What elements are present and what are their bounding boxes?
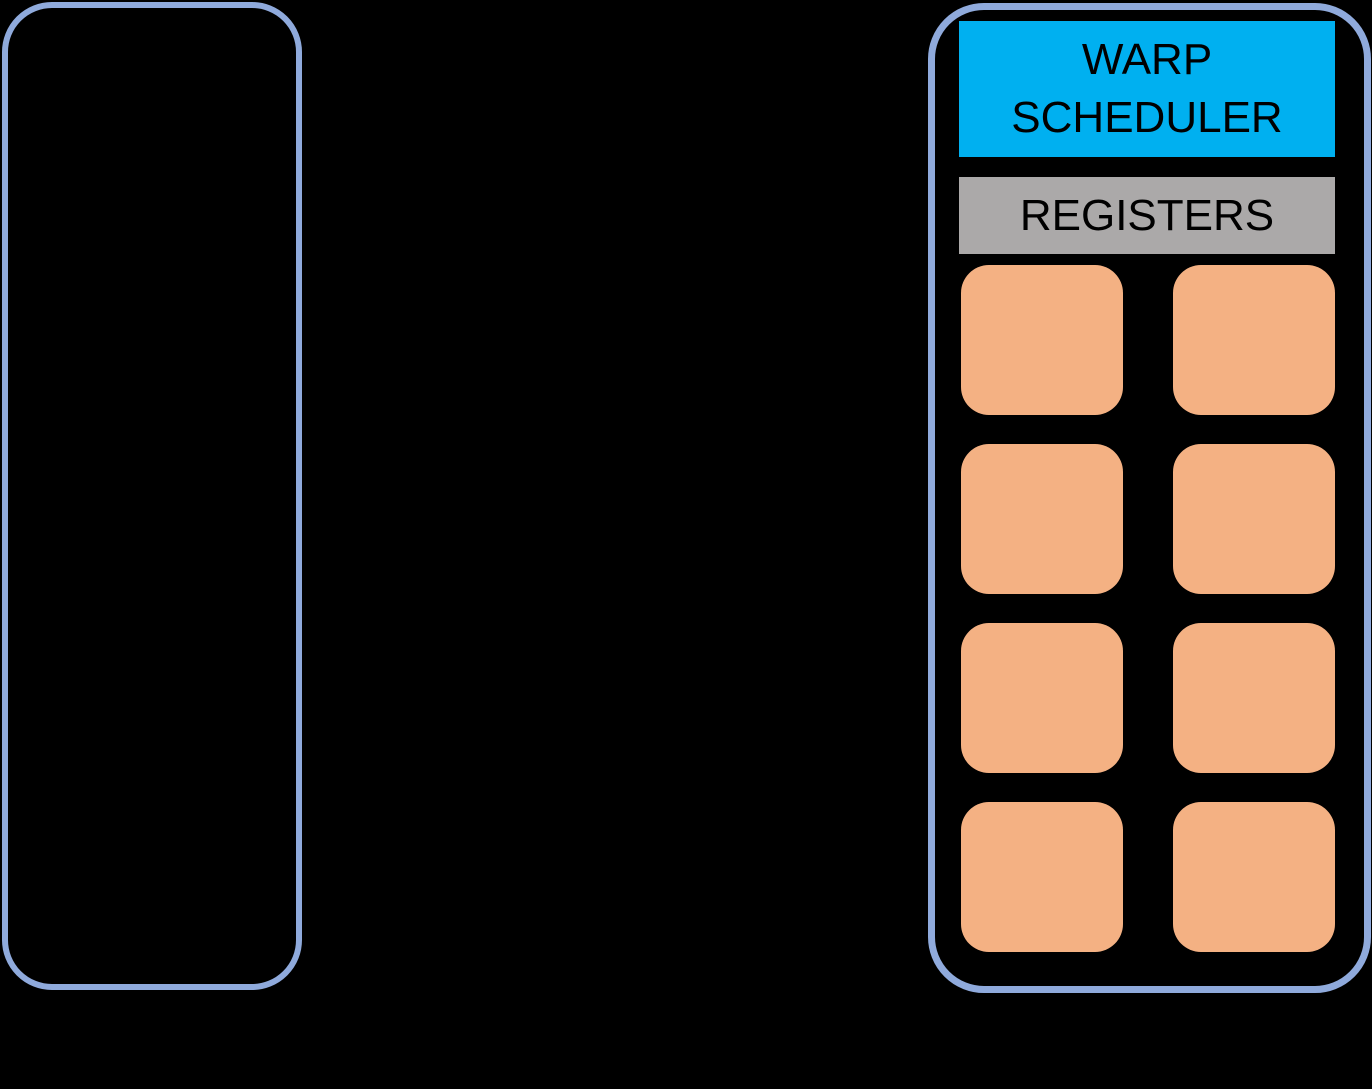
cores-grid bbox=[961, 265, 1335, 952]
registers-label: REGISTERS bbox=[1019, 190, 1275, 240]
registers-block: REGISTERS bbox=[959, 177, 1335, 254]
left-panel-box bbox=[2, 2, 302, 990]
warp-scheduler-block: WARP SCHEDULER bbox=[959, 21, 1335, 157]
core-block bbox=[1173, 444, 1335, 594]
core-block bbox=[1173, 802, 1335, 952]
core-block bbox=[961, 265, 1123, 415]
core-block bbox=[961, 802, 1123, 952]
core-block bbox=[961, 444, 1123, 594]
warp-scheduler-label: WARP SCHEDULER bbox=[1011, 35, 1283, 142]
sm-panel-box bbox=[928, 3, 1371, 993]
core-block bbox=[1173, 623, 1335, 773]
core-block bbox=[1173, 265, 1335, 415]
core-block bbox=[961, 623, 1123, 773]
